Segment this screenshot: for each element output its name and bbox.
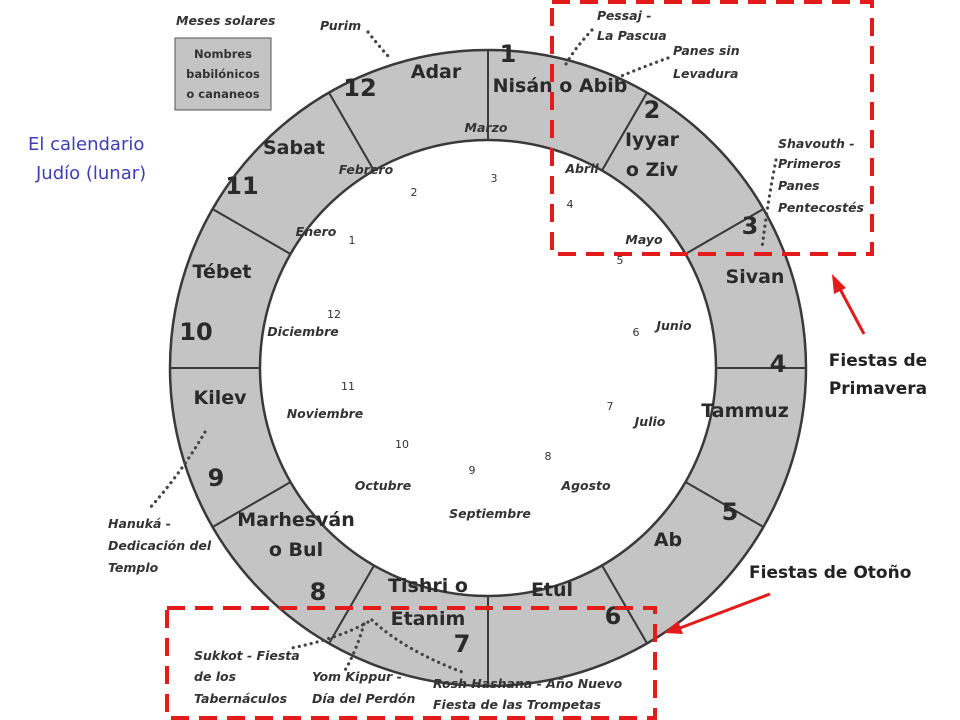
- panes-label-1: Panes sin: [673, 43, 740, 58]
- autumn-callout: Fiestas de Otoño: [749, 563, 911, 583]
- solar-month-name-11: Noviembre: [287, 406, 364, 421]
- rosh-leader: [370, 618, 464, 674]
- solar-month-name-4: Abril: [564, 161, 599, 176]
- lunar-month-name-12: Adar: [411, 61, 462, 83]
- solar-month-number-2: 2: [411, 186, 418, 199]
- shavouth-label-4: Pentecostés: [778, 200, 864, 215]
- spring-arrow-head: [832, 274, 846, 294]
- lunar-month-name-2-line-2: o Ziv: [626, 159, 679, 181]
- solar-month-name-7: Julio: [632, 414, 666, 429]
- solar-month-name-3: Marzo: [465, 120, 508, 135]
- lunar-month-number-9: 9: [208, 464, 225, 492]
- lunar-month-number-12: 12: [343, 74, 376, 102]
- yom-kippur-label-2: Día del Perdón: [312, 691, 416, 706]
- solar-month-name-1: Enero: [296, 224, 337, 239]
- legend-line-2: babilónicos: [186, 67, 260, 81]
- lunar-month-number-7: 7: [454, 630, 471, 658]
- solar-month-number-3: 3: [491, 172, 498, 185]
- rosh-label-2: Fiesta de las Trompetas: [433, 697, 601, 712]
- solar-month-number-11: 11: [341, 380, 355, 393]
- legend-line-3: o cananeos: [186, 87, 259, 101]
- rosh-label-1: Rosh Hashana - Año Nuevo: [433, 676, 623, 691]
- solar-month-number-5: 5: [617, 254, 624, 267]
- solar-month-number-1: 1: [349, 234, 356, 247]
- lunar-month-name-4: Tammuz: [701, 400, 789, 422]
- lunar-month-name-7-line-2: Etanim: [391, 608, 466, 630]
- purim-leader: [366, 30, 390, 58]
- sukkot-label-3: Tabernáculos: [194, 691, 287, 706]
- lunar-month-name-10: Tébet: [193, 261, 252, 283]
- pessaj-label-2: La Pascua: [597, 28, 667, 43]
- lunar-month-number-10: 10: [179, 318, 212, 346]
- lunar-month-number-8: 8: [310, 578, 327, 606]
- shavouth-label-1: Shavouth -: [778, 136, 854, 151]
- spring-callout-1: Fiestas de: [829, 351, 927, 371]
- solar-month-name-9: Septiembre: [449, 506, 531, 521]
- spring-arrow-line: [838, 288, 866, 335]
- solar-month-number-4: 4: [567, 198, 574, 211]
- lunar-month-ring: [168, 48, 808, 688]
- lunar-month-number-2: 2: [644, 96, 661, 124]
- sukkot-label-1: Sukkot - Fiesta: [194, 648, 300, 663]
- autumn-arrow-head: [664, 621, 683, 634]
- solar-month-number-9: 9: [469, 464, 476, 477]
- lunar-month-number-1: 1: [500, 40, 517, 68]
- legend-title: Meses solares: [176, 13, 275, 28]
- shavouth-label-3: Panes: [778, 178, 820, 193]
- lunar-month-name-1: Nisán o Abib: [493, 75, 628, 97]
- lunar-month-number-3: 3: [742, 212, 759, 240]
- solar-month-number-10: 10: [395, 438, 409, 451]
- lunar-month-name-6: Etul: [531, 579, 573, 601]
- lunar-month-number-4: 4: [770, 350, 787, 378]
- lunar-month-name-7-line-1: Tishri o: [388, 575, 468, 597]
- panes-leader: [610, 56, 670, 82]
- lunar-month-name-3: Sivan: [726, 266, 785, 288]
- title-line-2: Judío (lunar): [35, 163, 146, 184]
- solar-month-number-8: 8: [545, 450, 552, 463]
- spring-callout-2: Primavera: [829, 379, 927, 399]
- lunar-month-name-9: Kilev: [193, 387, 247, 409]
- hanuka-leader: [146, 430, 207, 512]
- legend-line-1: Nombres: [194, 47, 252, 61]
- purim-label: Purim: [320, 18, 361, 33]
- ring-outer-edge: [168, 48, 808, 688]
- lunar-month-name-11: Sabat: [263, 137, 325, 159]
- panes-label-2: Levadura: [673, 66, 738, 81]
- solar-month-number-12: 12: [327, 308, 341, 321]
- solar-month-name-12: Diciembre: [267, 324, 338, 339]
- lunar-month-number-5: 5: [722, 498, 739, 526]
- lunar-month-number-11: 11: [225, 172, 258, 200]
- lunar-month-name-8-line-1: Marhesván: [237, 509, 355, 531]
- solar-month-name-2: Febrero: [339, 162, 394, 177]
- solar-month-name-10: Octubre: [355, 478, 412, 493]
- autumn-festivals-box: [165, 606, 657, 720]
- solar-month-number-6: 6: [633, 326, 640, 339]
- legend-box: [174, 37, 272, 111]
- shavouth-leader: [760, 158, 778, 250]
- lunar-month-name-5: Ab: [654, 529, 682, 551]
- hanuka-label-1: Hanuká -: [108, 516, 171, 531]
- pessaj-label-1: Pessaj -: [597, 8, 651, 23]
- lunar-month-name-2-line-1: Iyyar: [625, 129, 680, 151]
- solar-month-number-7: 7: [607, 400, 614, 413]
- yom-kippur-label-1: Yom Kippur -: [312, 669, 402, 684]
- sukkot-label-2: de los: [194, 669, 236, 684]
- yom-kippur-leader: [342, 622, 366, 674]
- hanuka-label-2: Dedicación del: [108, 538, 212, 553]
- solar-month-name-6: Junio: [653, 318, 692, 333]
- pessaj-leader: [564, 28, 594, 66]
- solar-month-name-8: Agosto: [560, 478, 611, 493]
- spring-festivals-box: [550, 0, 874, 256]
- lunar-month-name-8-line-2: o Bul: [269, 539, 323, 561]
- solar-month-name-5: Mayo: [625, 232, 663, 247]
- title-line-1: El calendario: [28, 134, 144, 155]
- shavouth-label-2: Primeros: [778, 156, 841, 171]
- autumn-arrow-line: [679, 592, 771, 630]
- hanuka-label-3: Templo: [108, 560, 159, 575]
